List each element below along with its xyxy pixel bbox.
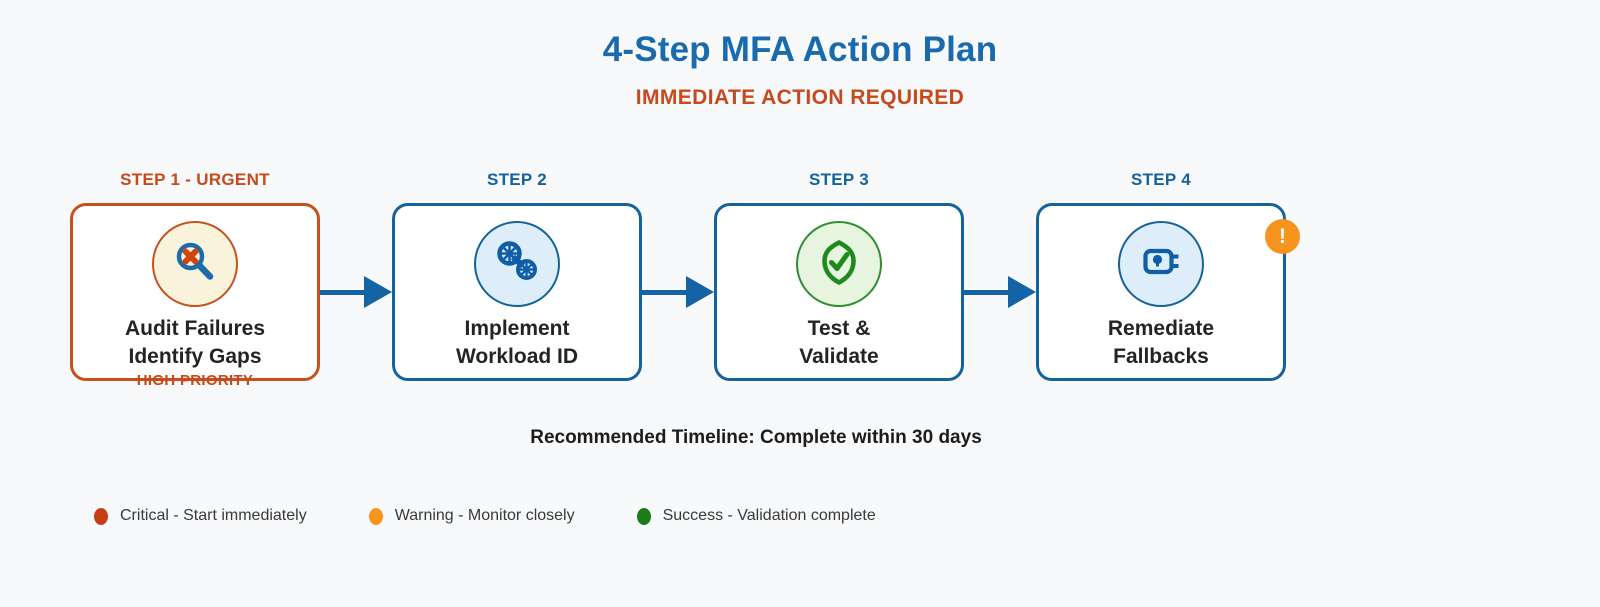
step-3-icon-circle — [796, 221, 882, 307]
step-4-box: ! Remediate Fallbacks — [1036, 203, 1300, 381]
step-3-column: STEP 3 Test & Validate — [714, 170, 964, 381]
step-2-name-line2: Workload ID — [455, 345, 579, 368]
warning-dot-icon — [368, 507, 383, 525]
step-2-column: STEP 2 — [392, 170, 642, 381]
arrow-head — [686, 276, 714, 308]
mfa-action-plan-diagram: 4-Step MFA Action Plan IMMEDIATE ACTION … — [0, 30, 1600, 607]
arrow-1-icon — [320, 276, 392, 308]
step-4-name-line1: Remediate — [1107, 317, 1215, 340]
page-subtitle: IMMEDIATE ACTION REQUIRED — [635, 86, 965, 109]
critical-dot-icon — [94, 507, 108, 525]
legend-item-critical: Critical - Start immediately — [94, 507, 307, 525]
step-2-box: Implement Workload ID — [392, 203, 642, 381]
arrow-shaft — [320, 289, 364, 295]
legend-critical-label: Critical - Start immediately — [120, 507, 307, 524]
step-2-name: Implement Workload ID — [456, 315, 578, 371]
shield-check-icon — [815, 238, 863, 291]
page-title: 4-Step MFA Action Plan — [602, 30, 998, 69]
step-3-name-line1: Test & — [807, 317, 871, 340]
step-1-name-line2: Identify Gaps — [128, 345, 262, 368]
step-3-name-line2: Validate — [799, 345, 879, 368]
step-1-name: Audit Failures Identify Gaps — [125, 315, 265, 371]
timeline-text: Recommended Timeline: Complete within 30… — [530, 427, 982, 448]
step-1-name-line1: Audit Failures — [124, 317, 266, 340]
step-1-label: STEP 1 - URGENT — [120, 170, 270, 189]
security-token-icon — [1137, 238, 1185, 291]
arrow-head — [364, 276, 392, 308]
legend-item-success: Success - Validation complete — [636, 507, 876, 525]
step-1-priority-badge: HIGH PRIORITY — [136, 372, 254, 389]
warning-badge-icon: ! — [1265, 219, 1300, 254]
magnifier-error-icon — [171, 238, 219, 291]
step-2-label: STEP 2 — [486, 170, 548, 189]
arrow-head — [1008, 276, 1036, 308]
arrow-3-icon — [964, 276, 1036, 308]
step-1-icon-circle — [152, 221, 238, 307]
step-2-icon-circle — [474, 221, 560, 307]
step-1-column: STEP 1 - URGENT Audit Failures Identif — [70, 170, 320, 389]
legend-item-warning: Warning - Monitor closely — [368, 507, 575, 525]
legend-warning-label: Warning - Monitor closely — [394, 507, 575, 524]
legend: Critical - Start immediately Warning - M… — [94, 507, 1600, 525]
gears-icon — [493, 238, 541, 291]
step-3-label: STEP 3 — [808, 170, 870, 189]
step-4-column: STEP 4 ! Remediate — [1036, 170, 1300, 381]
step-4-label: STEP 4 — [1130, 170, 1192, 189]
legend-success-label: Success - Validation complete — [662, 507, 876, 524]
step-1-box: Audit Failures Identify Gaps HIGH PRIORI… — [70, 203, 320, 389]
step-4-name: Remediate Fallbacks — [1108, 315, 1214, 371]
step-4-name-line2: Fallbacks — [1113, 345, 1209, 368]
step-4-icon-circle — [1118, 221, 1204, 307]
success-dot-icon — [636, 507, 651, 525]
step-3-box: Test & Validate — [714, 203, 964, 381]
step-3-name: Test & Validate — [799, 315, 878, 371]
arrow-shaft — [642, 289, 686, 295]
step-2-name-line1: Implement — [464, 317, 570, 340]
step-flow: STEP 1 - URGENT Audit Failures Identif — [70, 170, 1600, 389]
arrow-2-icon — [642, 276, 714, 308]
arrow-shaft — [964, 289, 1008, 295]
timeline-note: Recommended Timeline: Complete within 30… — [0, 427, 1512, 449]
